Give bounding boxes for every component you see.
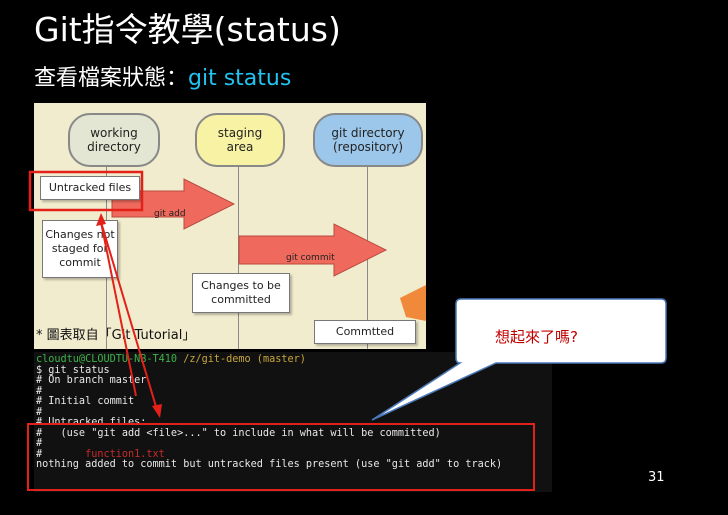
terminal-line-untracked-file: # function1.txt (36, 448, 552, 461)
working-directory-pill: working directory (68, 113, 160, 167)
staging-area-label: staging area (217, 126, 263, 154)
terminal-line: # Untracked files: (36, 417, 147, 428)
untracked-hash: # (36, 448, 43, 460)
changes-not-staged-box: Changes not staged for commit (42, 220, 118, 278)
pointer-arrowhead-up (96, 213, 106, 226)
slide-title: Git指令教學(status) (34, 10, 341, 49)
diagram-caption: * 圖表取自「Git Tutorial」 (36, 328, 196, 343)
changes-to-be-committed-label: Changes to be committed (201, 279, 281, 306)
untracked-files-label: Untracked files (48, 181, 132, 194)
callout-text: 想起來了嗎? (495, 328, 578, 346)
untracked-files-box: Untracked files (40, 176, 140, 200)
changes-to-be-committed-box: Changes to be committed (192, 273, 290, 313)
working-directory-label: working directory (87, 126, 141, 154)
untracked-filename: function1.txt (42, 448, 165, 460)
terminal-line: # (36, 385, 43, 397)
terminal-line: # (use "git add <file>..." to include in… (36, 427, 441, 439)
page-number: 31 (648, 470, 665, 485)
terminal-prompt: cloudtu@CLOUDTU-NB-T410 /z/git-demo (mas… (36, 354, 552, 366)
terminal-line: # (36, 438, 43, 449)
git-workflow-diagram: working directory staging area git direc… (34, 103, 426, 349)
partial-arrow (400, 285, 426, 321)
pointer-line-up (100, 221, 137, 397)
terminal-line: # On branch master (36, 375, 147, 386)
git-directory-pill: git directory (repository) (313, 113, 423, 167)
subtitle-text: 查看檔案狀態： (34, 66, 189, 91)
prompt-path: /z/git-demo (master) (177, 354, 306, 365)
subtitle-command: git status (188, 66, 292, 91)
changes-not-staged-label: Changes not staged for commit (45, 228, 114, 269)
terminal-line: # Initial commit (36, 396, 135, 407)
callout-bubble (371, 298, 667, 421)
terminal-highlight (27, 423, 535, 491)
git-add-label: git add (154, 209, 186, 219)
git-commit-label: git commit (286, 253, 335, 263)
terminal-line: # (36, 406, 43, 418)
terminal-line: nothing added to commit but untracked fi… (36, 459, 503, 470)
slide-subtitle: 查看檔案狀態：git status (34, 64, 291, 94)
git-directory-label: git directory (repository) (331, 126, 405, 154)
committed-label: Commtted (335, 325, 395, 338)
git-commit-arrow (238, 223, 388, 277)
prompt-user: cloudtu@CLOUDTU-NB-T410 (36, 354, 178, 365)
pointer-line-down (100, 221, 158, 411)
pointer-arrowhead-down (152, 404, 162, 418)
staging-area-pill: staging area (195, 113, 285, 167)
committed-box: Commtted (314, 320, 416, 344)
terminal-line: $ git status (36, 364, 110, 376)
untracked-highlight (28, 170, 144, 212)
